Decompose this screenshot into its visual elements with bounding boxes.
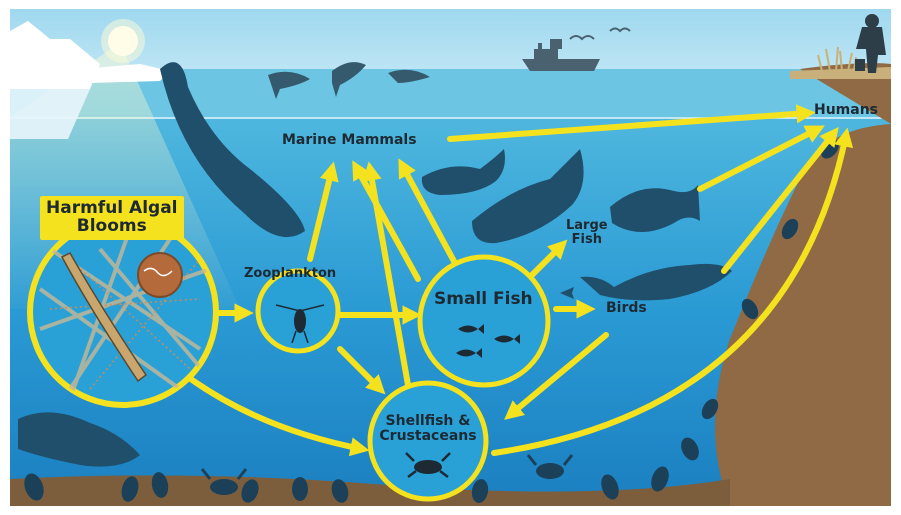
shellfish-line1: Shellfish &: [378, 414, 478, 429]
sun-icon: [108, 26, 138, 56]
small-fish-circle: [420, 257, 548, 385]
hab-title-line2: Blooms: [46, 218, 178, 236]
zooplankton-label: Zooplankton: [244, 267, 336, 281]
marine-mammals-label: Marine Mammals: [282, 133, 417, 148]
shellfish-label: Shellfish & Crustaceans: [378, 414, 478, 443]
hab-title-box: Harmful Algal Blooms: [40, 196, 184, 240]
food-web-diagram: Harmful Algal Blooms Zooplankton Marine …: [10, 9, 891, 506]
large-fish-line2: Fish: [566, 233, 608, 247]
small-fish-label: Small Fish: [434, 291, 533, 309]
shellfish-line2: Crustaceans: [378, 429, 478, 444]
humans-label: Humans: [814, 103, 878, 118]
large-fish-label: Large Fish: [566, 219, 608, 246]
birds-label: Birds: [606, 301, 647, 316]
large-fish-line1: Large: [566, 219, 608, 233]
